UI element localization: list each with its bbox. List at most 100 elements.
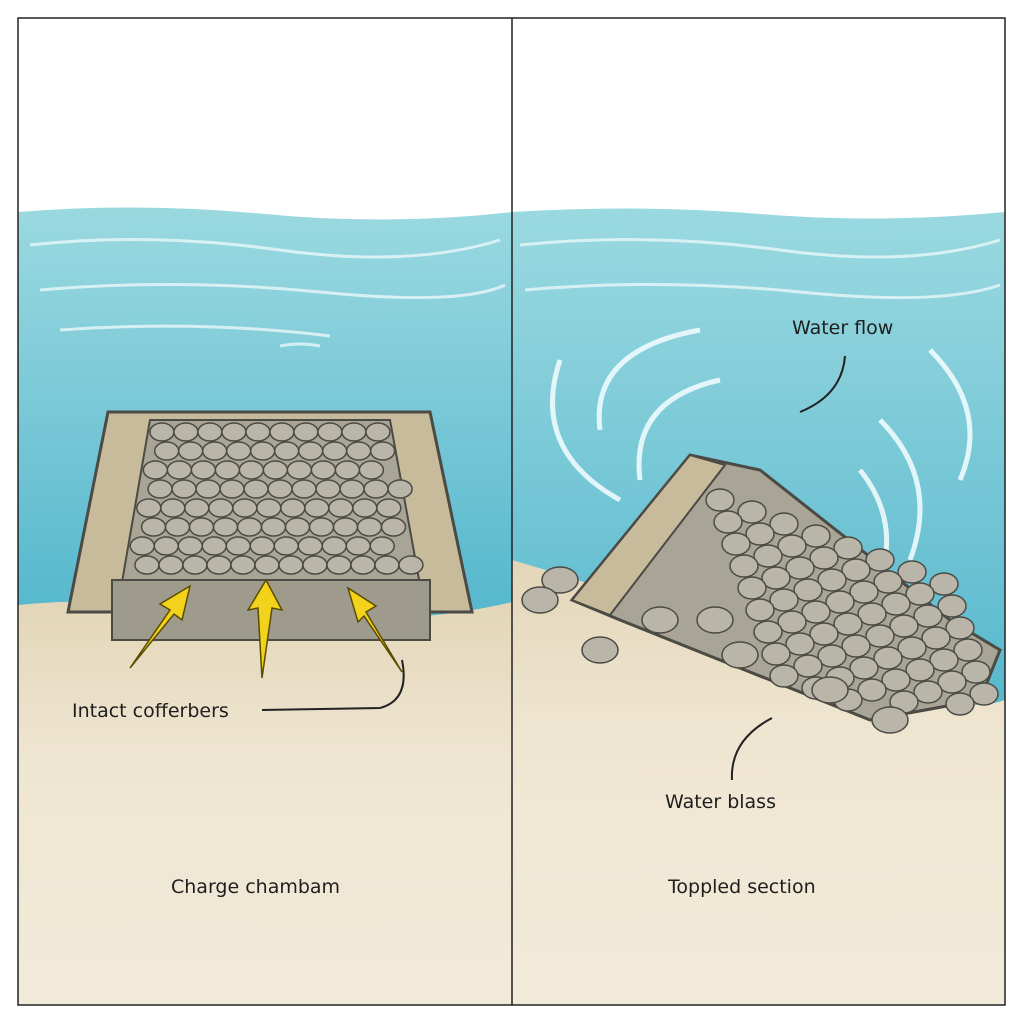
caption-label: Toppled section bbox=[667, 876, 816, 898]
stone bbox=[260, 517, 287, 537]
stone bbox=[273, 441, 300, 461]
stone bbox=[273, 536, 299, 556]
stone bbox=[149, 422, 175, 442]
stone bbox=[809, 622, 839, 646]
stone bbox=[280, 498, 306, 518]
stone bbox=[212, 517, 239, 537]
stone bbox=[160, 498, 186, 518]
stone bbox=[889, 614, 919, 638]
stone bbox=[158, 555, 184, 575]
stone bbox=[291, 479, 317, 499]
stone bbox=[729, 554, 759, 578]
stone bbox=[249, 441, 276, 461]
stone bbox=[345, 536, 371, 556]
upward-arrow-icon bbox=[129, 578, 403, 679]
stone bbox=[297, 441, 324, 461]
stone bbox=[173, 422, 199, 442]
stone bbox=[857, 602, 887, 626]
stone bbox=[188, 517, 215, 537]
stone bbox=[153, 441, 180, 461]
stone bbox=[929, 572, 959, 596]
stone bbox=[219, 479, 245, 499]
stone bbox=[881, 592, 911, 616]
stone bbox=[817, 644, 847, 668]
stone bbox=[153, 536, 179, 556]
stone bbox=[737, 500, 767, 524]
right-panel: Water flow Water blass Toppled section bbox=[512, 18, 1005, 1005]
stone bbox=[737, 576, 767, 600]
stone bbox=[238, 460, 265, 480]
stone bbox=[937, 594, 967, 618]
stone bbox=[376, 498, 402, 518]
stone bbox=[332, 517, 359, 537]
stone bbox=[961, 660, 991, 684]
stone bbox=[249, 536, 275, 556]
stone bbox=[184, 498, 210, 518]
stone bbox=[905, 658, 935, 682]
stone bbox=[245, 422, 271, 442]
stone bbox=[387, 479, 413, 499]
stone bbox=[177, 536, 203, 556]
stone bbox=[302, 555, 328, 575]
stone bbox=[833, 612, 863, 636]
stone bbox=[721, 641, 759, 669]
water-blast-label: Water blass bbox=[665, 791, 776, 813]
stone bbox=[182, 555, 208, 575]
stone bbox=[769, 588, 799, 612]
stone bbox=[363, 479, 389, 499]
stone bbox=[328, 498, 354, 518]
stone bbox=[777, 610, 807, 634]
stone bbox=[164, 517, 191, 537]
stone bbox=[339, 479, 365, 499]
stone bbox=[206, 555, 232, 575]
stone bbox=[171, 479, 197, 499]
caption-label: Charge chambam bbox=[171, 876, 340, 898]
stone bbox=[945, 616, 975, 640]
stone bbox=[761, 566, 791, 590]
blast-pointer bbox=[730, 717, 773, 781]
stone bbox=[308, 517, 335, 537]
stone bbox=[341, 422, 367, 442]
stone bbox=[369, 536, 395, 556]
stone bbox=[811, 676, 849, 704]
stone bbox=[243, 479, 269, 499]
stone bbox=[142, 460, 169, 480]
stone bbox=[315, 479, 341, 499]
stone bbox=[236, 517, 263, 537]
stone bbox=[761, 642, 791, 666]
stone bbox=[777, 534, 807, 558]
water-ripples bbox=[519, 238, 1001, 300]
stone bbox=[345, 441, 372, 461]
stone bbox=[581, 636, 619, 664]
stone bbox=[937, 670, 967, 694]
stone bbox=[945, 692, 975, 716]
stone bbox=[147, 479, 173, 499]
stone bbox=[713, 510, 743, 534]
stone bbox=[310, 460, 337, 480]
stone bbox=[201, 441, 228, 461]
seabed bbox=[18, 601, 512, 1005]
stone bbox=[369, 441, 396, 461]
stone bbox=[969, 682, 999, 706]
stone bbox=[304, 498, 330, 518]
stone bbox=[208, 498, 234, 518]
left-panel: Intact cofferbers Charge chambam bbox=[18, 18, 512, 1005]
stone bbox=[753, 620, 783, 644]
water-ripples bbox=[29, 238, 506, 348]
stone bbox=[190, 460, 217, 480]
stone bbox=[350, 555, 376, 575]
stone bbox=[817, 568, 847, 592]
stone bbox=[269, 422, 295, 442]
stone bbox=[849, 580, 879, 604]
stone bbox=[873, 570, 903, 594]
stone bbox=[745, 598, 775, 622]
stone bbox=[214, 460, 241, 480]
stone bbox=[267, 479, 293, 499]
stone bbox=[753, 544, 783, 568]
stone bbox=[769, 512, 799, 536]
stone bbox=[769, 664, 799, 688]
stone bbox=[297, 536, 323, 556]
stone bbox=[953, 638, 983, 662]
stone bbox=[225, 536, 251, 556]
